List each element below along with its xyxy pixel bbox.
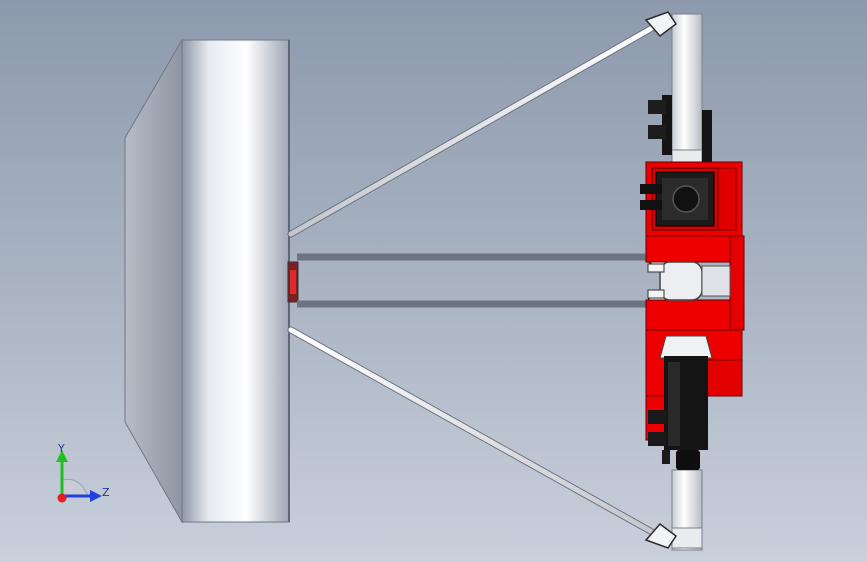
vertical-mast[interactable] (671, 13, 703, 551)
middle-red-frame[interactable] (645, 235, 745, 331)
upper-black-brackets (648, 95, 712, 165)
x-axis-dot-icon (57, 493, 67, 503)
drum-hub (287, 261, 299, 303)
z-axis-arrow-icon (90, 490, 102, 502)
drum-side-face (124, 38, 183, 524)
mast-tube-upper (671, 13, 703, 165)
triad-graphic (56, 450, 102, 503)
z-axis-label: Z (102, 486, 110, 499)
y-axis-arrow-icon (56, 450, 68, 462)
motor-shaft (672, 185, 700, 213)
y-axis-label: Y (58, 442, 65, 455)
drum[interactable] (124, 38, 290, 524)
tension-rods (287, 24, 656, 536)
coordinate-triad: Y Z (40, 438, 130, 518)
upper-red-housing[interactable] (640, 161, 743, 237)
center-bearing-block (659, 261, 703, 301)
drum-front-face (181, 39, 290, 523)
lower-black-motor[interactable] (648, 356, 708, 470)
